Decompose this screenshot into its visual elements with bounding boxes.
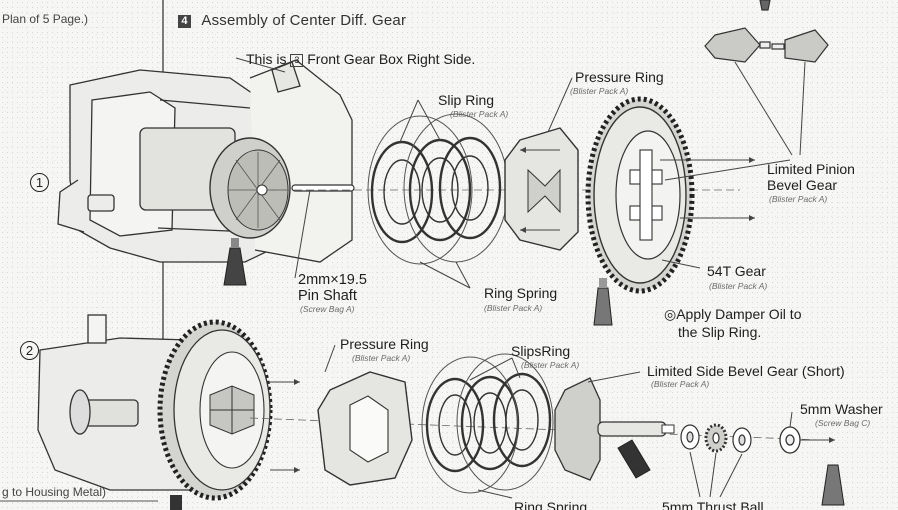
slips-ring-pack: (Blister Pack A) (521, 360, 580, 370)
housing-metal-reference: g to Housing Metal) (2, 485, 107, 499)
pin-shaft-pack: (Screw Bag A) (300, 304, 355, 314)
lower-ring-spring-outline (421, 353, 554, 494)
limited-pinion-label-line2: Bevel Gear (767, 177, 838, 193)
gear-54t-label: 54T Gear (707, 263, 766, 279)
limited-pinion-label-line1: Limited Pinion (767, 161, 855, 177)
washer-5mm-part (779, 426, 801, 454)
upper-pressure-ring-part (504, 127, 579, 251)
pinion-callout-lines (664, 61, 806, 181)
upper-leader-lines (235, 57, 701, 289)
section-title: Assembly of Center Diff. Gear (201, 12, 407, 29)
limited-pinion-pack: (Blister Pack A) (769, 194, 828, 204)
side-bevel-gear-part (554, 377, 675, 481)
lower-leader-lines (324, 344, 793, 499)
oil-bottle-icon-lower (617, 439, 651, 479)
oil-bottle-icon-upper (223, 238, 247, 286)
previous-page-reference: Plan of 5 Page.) (2, 12, 89, 26)
reference-step-badge: 3 (290, 54, 304, 67)
slip-ring-pack: (Blister Pack A) (450, 109, 509, 119)
oil-bottle-icon-right (821, 464, 845, 506)
lower-slip-ring-stack (425, 372, 552, 473)
thrust-ball-parts (680, 423, 752, 453)
side-bevel-gear-label: Limited Side Bevel Gear (Short) (647, 363, 845, 379)
section-header: 4 Assembly of Center Diff. Gear (178, 13, 406, 28)
crown-gear (209, 137, 291, 239)
pressure-ring-label: Pressure Ring (575, 69, 664, 85)
pin-shaft-label: Pin Shaft (298, 288, 357, 304)
pin-shaft-part (291, 184, 355, 192)
housing-note: This is 3 Front Gear Box Right Side. (246, 51, 476, 67)
lower-pressure-ring-part (317, 371, 413, 486)
thrust-ball-label: 5mm Thrust Ball (662, 499, 764, 510)
pressure-ring-label-lower: Pressure Ring (340, 336, 429, 352)
pressure-ring-pack: (Blister Pack A) (570, 86, 629, 96)
step-2-marker: 2 (20, 341, 39, 360)
next-step-marker (170, 495, 182, 510)
ring-spring-pack-upper: (Blister Pack A) (484, 303, 543, 313)
washer-label: 5mm Washer (800, 401, 883, 417)
ring-spring-label-upper: Ring Spring (484, 285, 558, 301)
slips-ring-label: SlipsRing (511, 343, 571, 359)
gear-54t-pack: (Blister Pack A) (709, 281, 768, 291)
lower-main-gear-part (157, 319, 273, 501)
ring-spring-label-lower: Ring Spring (514, 499, 588, 510)
side-bevel-gear-pack: (Blister Pack A) (651, 379, 710, 389)
damper-oil-instruction-line1: ◎Apply Damper Oil to (664, 306, 802, 322)
pressure-ring-pack-lower: (Blister Pack A) (352, 353, 411, 363)
pin-shaft-size-label: 2mm×19.5 (298, 272, 367, 288)
step-number-badge: 4 (178, 15, 191, 28)
slip-ring-label: Slip Ring (438, 92, 495, 108)
damper-oil-instruction-line2: the Slip Ring. (678, 324, 762, 340)
washer-pack: (Screw Bag C) (815, 418, 871, 428)
lower-direction-arrows (270, 379, 835, 473)
gear-54t-part (585, 96, 695, 294)
limited-pinion-bevel-gears (704, 0, 829, 63)
oil-bottle-icon-middle (593, 278, 613, 326)
upper-direction-arrows (520, 147, 755, 233)
step-1-marker: 1 (30, 173, 49, 192)
